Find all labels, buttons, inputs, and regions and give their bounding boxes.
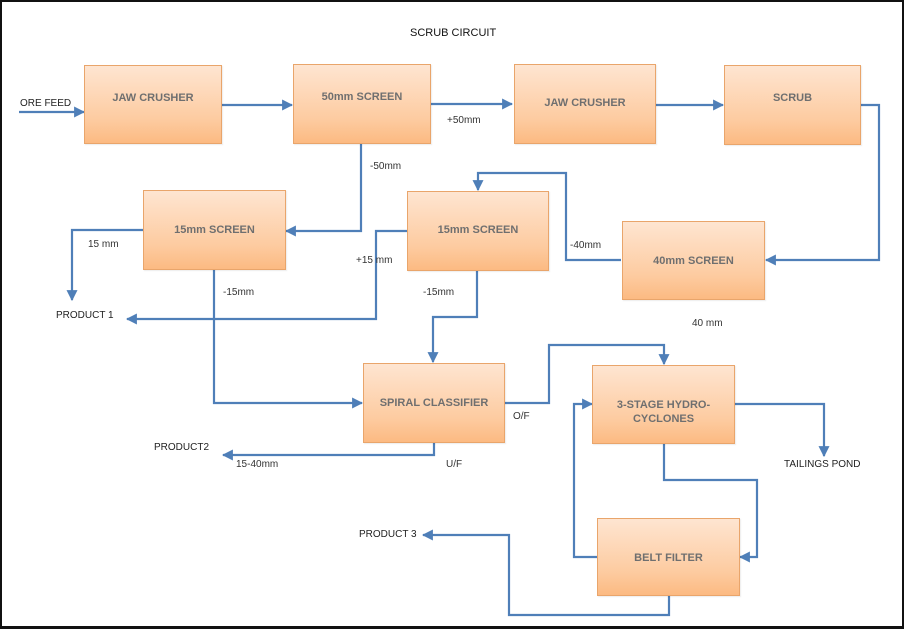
flow-belt-filter-to-product-3 <box>421 529 671 617</box>
terminal-tailings-pond: TAILINGS POND <box>784 459 861 470</box>
flow-15mm-screen-a-to-product-1 <box>66 228 143 302</box>
node-label: 3-STAGE HYDRO- CYCLONES <box>617 398 710 443</box>
node-label: JAW CRUSHER <box>544 97 626 109</box>
node-label: 15mm SCREEN <box>437 224 519 236</box>
diagram-title: SCRUB CIRCUIT <box>410 27 497 39</box>
label-minus-15mm-a: -15mm <box>223 287 255 298</box>
node-scrub: SCRUB <box>724 65 861 145</box>
node-3-stage-hydrocyclones: 3-STAGE HYDRO- CYCLONES <box>592 365 735 444</box>
terminal-product-3: PRODUCT 3 <box>359 529 417 540</box>
label-15mm: 15 mm <box>88 239 119 250</box>
flow-hydrocyclones-to-tailings-pond <box>735 402 830 458</box>
label-minus-50mm: -50mm <box>370 161 402 172</box>
flow-50mm-screen-to-15mm-screen-a <box>284 143 363 237</box>
flow-hydrocyclones-to-belt-filter <box>662 443 759 563</box>
terminal-ore-feed: ORE FEED <box>20 98 72 109</box>
flow-15mm-screen-a-to-spiral-classifier <box>212 269 364 409</box>
label-minus-15mm-b: -15mm <box>423 287 455 298</box>
flow-scrub-to-40mm-screen <box>764 103 881 266</box>
node-label: SCRUB <box>772 92 813 104</box>
node-spiral-classifier: SPIRAL CLASSIFIER <box>363 363 505 443</box>
node-label-line-1: 3-STAGE HYDRO- <box>616 399 711 411</box>
node-label-line-2: CYCLONES <box>632 413 695 425</box>
label-plus-15mm: +15 mm <box>356 255 393 266</box>
node-jaw-crusher-1: JAW CRUSHER <box>84 65 222 144</box>
flow-spiral-classifier-overflow-to-hydrocyclones <box>505 343 670 405</box>
node-40mm-screen: 40mm SCREEN <box>622 221 765 300</box>
node-label: BELT FILTER <box>634 552 703 564</box>
node-label: SPIRAL CLASSIFIER <box>379 397 489 409</box>
label-underflow: U/F <box>446 459 463 470</box>
terminal-product-1: PRODUCT 1 <box>56 310 114 321</box>
flow-spiral-classifier-underflow-to-product-2 <box>221 442 436 461</box>
node-label: 50mm SCREEN <box>321 91 403 103</box>
node-belt-filter: BELT FILTER <box>597 518 740 596</box>
flow-40mm-screen-to-15mm-screen-b <box>472 171 621 262</box>
node-label: JAW CRUSHER <box>112 92 194 104</box>
label-15-40mm: 15-40mm <box>236 459 279 470</box>
label-40mm: 40 mm <box>692 318 723 329</box>
flow-belt-filter-to-hydrocyclones <box>572 398 598 559</box>
node-15mm-screen-a: 15mm SCREEN <box>143 190 286 270</box>
node-label: 40mm SCREEN <box>653 255 734 267</box>
node-jaw-crusher-2: JAW CRUSHER <box>514 64 656 144</box>
label-minus-40mm: -40mm <box>570 240 602 251</box>
label-plus-50mm: +50mm <box>447 115 481 126</box>
node-50mm-screen: 50mm SCREEN <box>293 64 431 144</box>
label-overflow: O/F <box>513 411 530 422</box>
flow-15mm-screen-b-to-spiral-classifier <box>427 270 479 364</box>
node-label: 15mm SCREEN <box>174 224 255 236</box>
node-15mm-screen-b: 15mm SCREEN <box>407 191 549 271</box>
flow-15mm-screen-b-to-product-1 <box>125 229 407 325</box>
terminal-product-2: PRODUCT2 <box>154 442 210 453</box>
